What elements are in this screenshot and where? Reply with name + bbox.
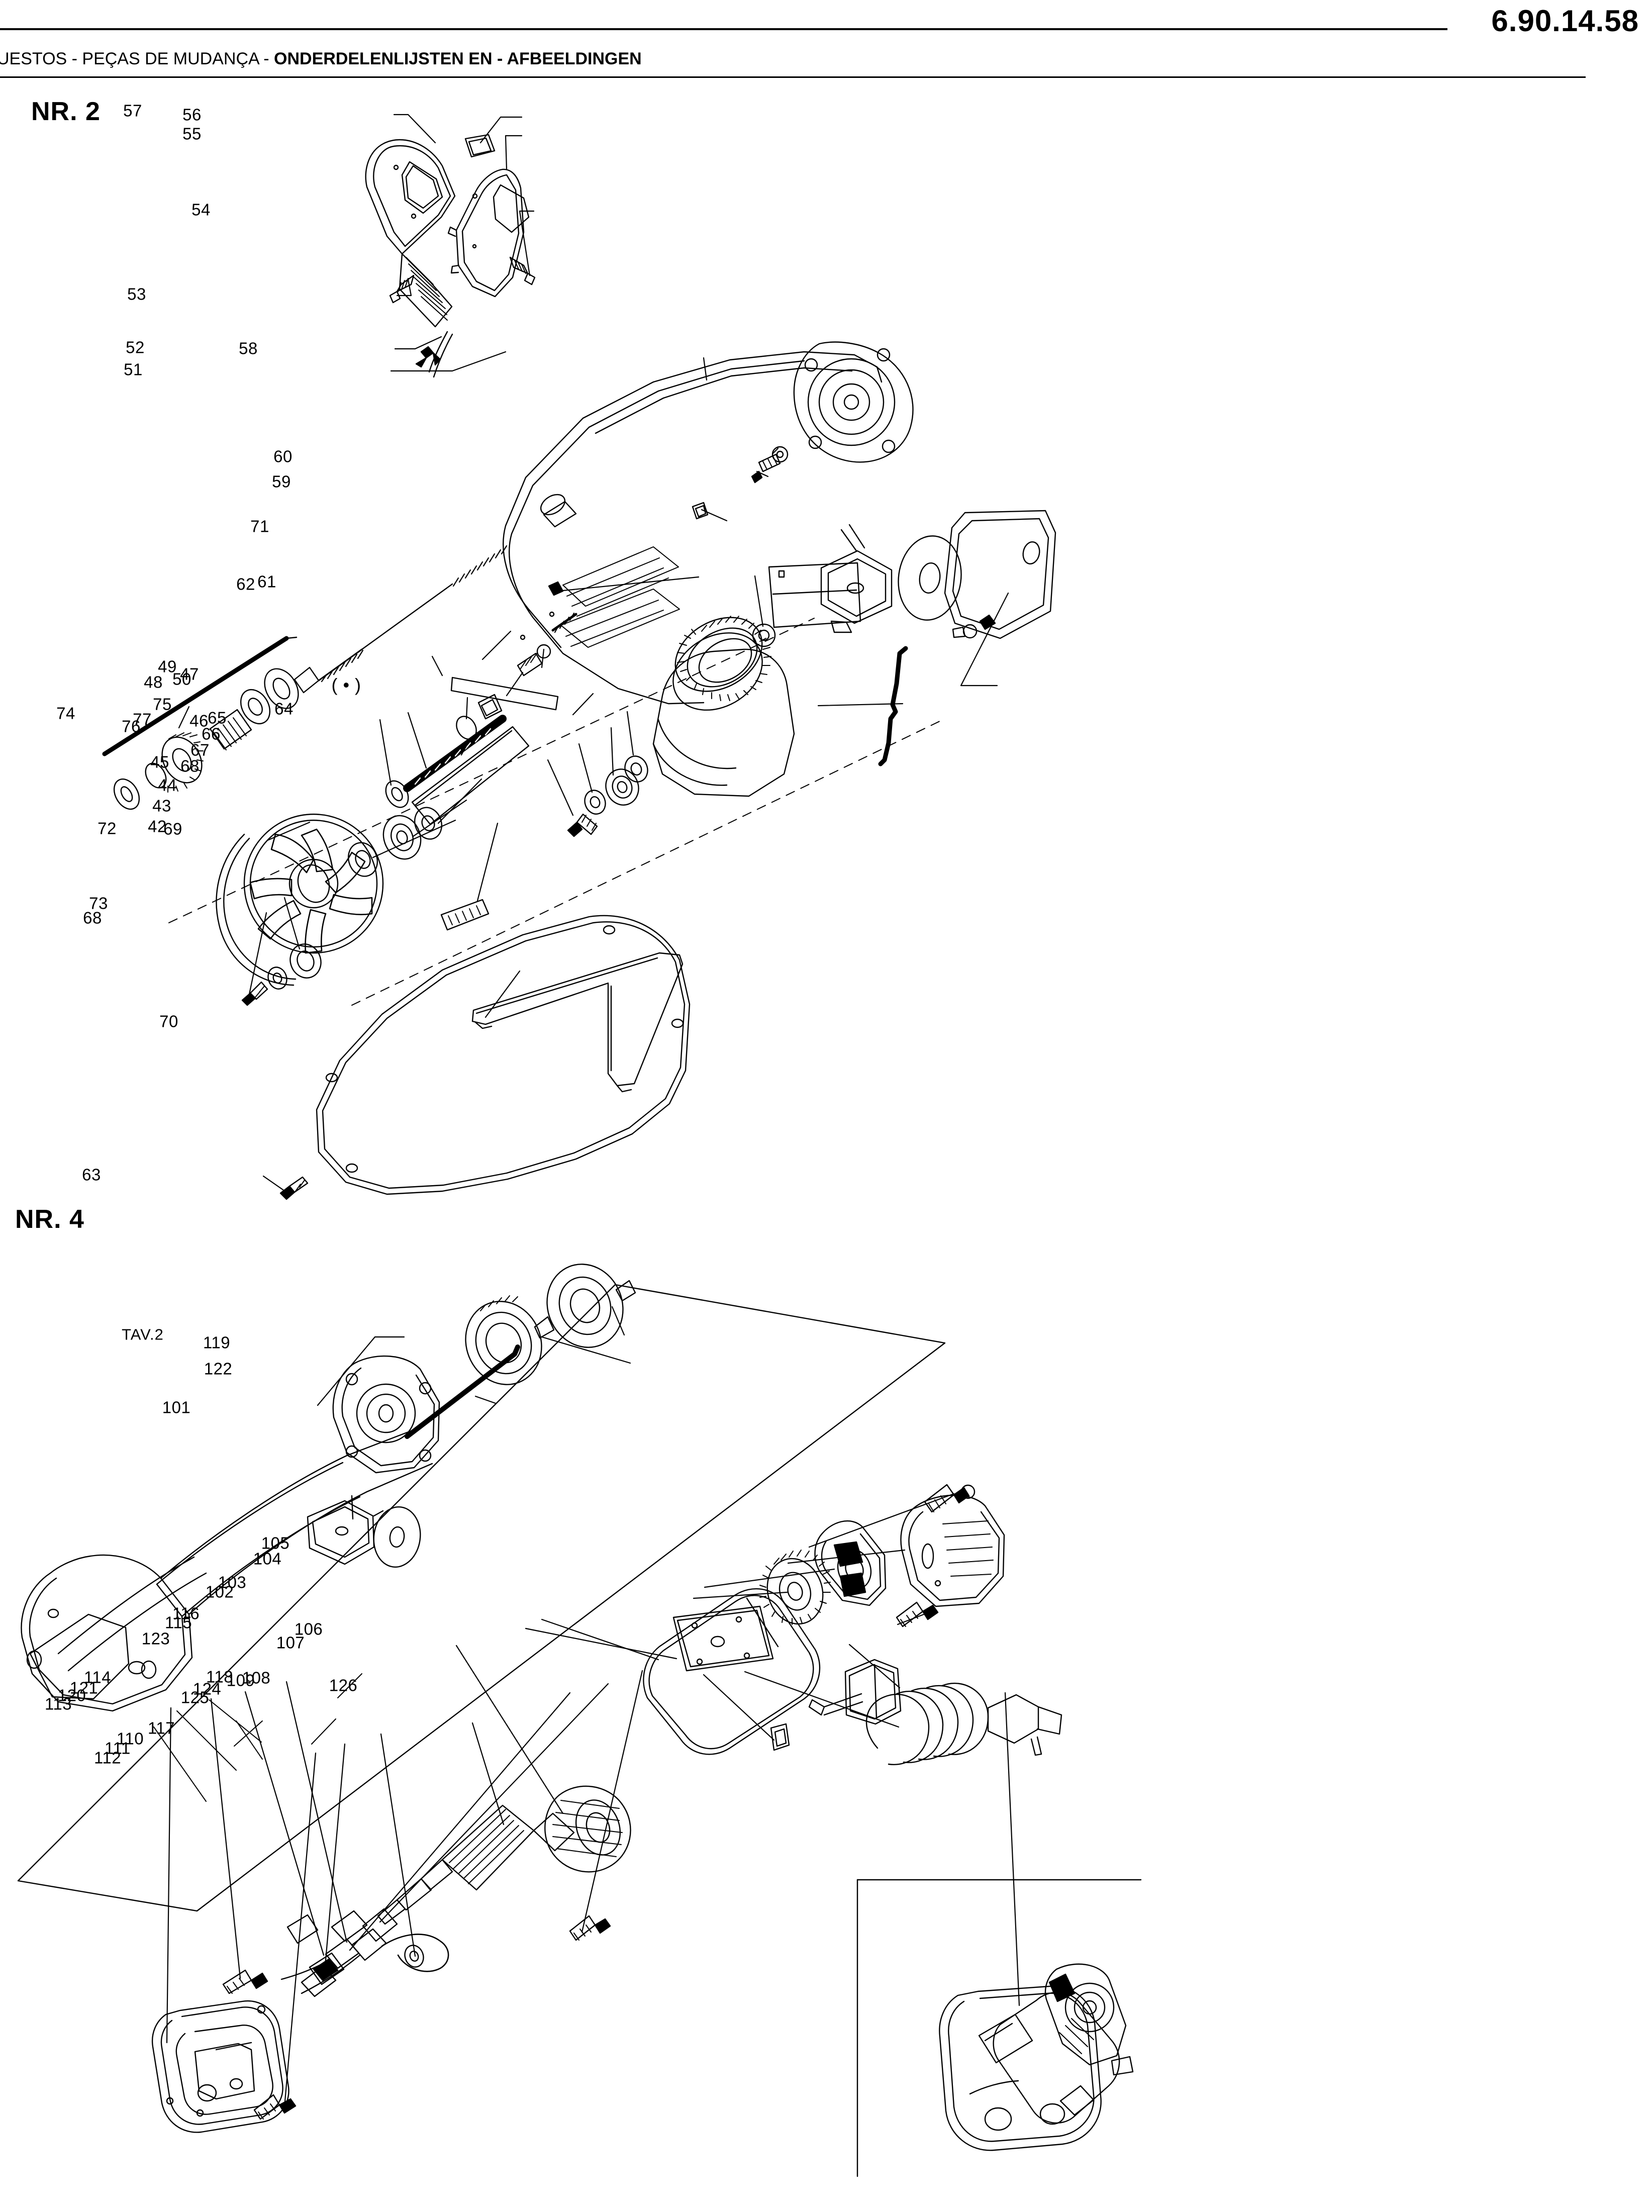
callout-44: 44 xyxy=(158,776,177,795)
callout-68: 68 xyxy=(83,908,102,927)
callout-117: 117 xyxy=(147,1718,175,1738)
callout-107: 107 xyxy=(276,1633,305,1652)
callout-122: 122 xyxy=(204,1359,233,1378)
breadcrumb-bold-text: ONDERDELENLIJSTEN EN - AFBEELDINGEN xyxy=(274,49,642,68)
callout-71: 71 xyxy=(250,517,269,536)
callout-42: 42 xyxy=(148,817,167,836)
callout-110: 110 xyxy=(116,1729,144,1748)
callout-114: 114 xyxy=(83,1668,112,1687)
callout-49: 49 xyxy=(158,657,177,676)
callout-57: 57 xyxy=(123,101,142,120)
breadcrumb: UESTOS - PEÇAS DE MUDANÇA - ONDERDELENLI… xyxy=(0,50,642,67)
callout-74: 74 xyxy=(56,704,75,723)
callout-65: 65 xyxy=(208,708,227,727)
callout-77: 77 xyxy=(133,710,152,729)
callout-72: 72 xyxy=(98,819,117,838)
callout-105: 105 xyxy=(261,1533,290,1553)
callout-76: 76 xyxy=(122,717,141,736)
callout-47: 47 xyxy=(180,664,199,684)
callout-68: 68 xyxy=(180,756,200,776)
callout-70: 70 xyxy=(159,1012,178,1031)
callout-53: 53 xyxy=(127,284,146,304)
callout-45: 45 xyxy=(150,752,169,772)
callout-52: 52 xyxy=(126,338,145,357)
callout-43: 43 xyxy=(152,796,171,815)
callout-108: 108 xyxy=(242,1668,271,1687)
section-label-nr4: NR. 4 xyxy=(15,1205,84,1234)
callout-60: 60 xyxy=(273,447,293,466)
callout-48: 48 xyxy=(144,672,163,692)
callout-73: 73 xyxy=(89,894,108,913)
callout-69: 69 xyxy=(163,819,182,838)
callout-115: 115 xyxy=(164,1613,192,1632)
callout-51: 51 xyxy=(124,360,143,379)
page-number: 6.90.14.58 xyxy=(1491,4,1639,38)
callout-46: 46 xyxy=(189,711,209,730)
callout-TAV.2: TAV.2 xyxy=(122,1325,164,1343)
callout-126: 126 xyxy=(329,1676,358,1695)
callout-58: 58 xyxy=(239,339,258,358)
callout-59: 59 xyxy=(272,472,291,491)
callout-61: 61 xyxy=(257,572,276,591)
callout-104: 104 xyxy=(253,1549,282,1568)
header-bottom-rule xyxy=(0,76,1586,78)
header-top-rule xyxy=(0,28,1447,31)
callout-121: 121 xyxy=(69,1678,99,1697)
callout-54: 54 xyxy=(191,200,211,219)
callout-75: 75 xyxy=(153,695,172,714)
callout-109: 109 xyxy=(226,1671,255,1690)
callout-64: 64 xyxy=(274,699,294,718)
callout-55: 55 xyxy=(182,124,202,143)
callout-113: 113 xyxy=(44,1694,72,1713)
callout-111: 111 xyxy=(105,1739,131,1758)
callout-124: 124 xyxy=(192,1679,222,1698)
breadcrumb-light-text: UESTOS - PEÇAS DE MUDANÇA - xyxy=(0,49,274,68)
section-label-nr2: NR. 2 xyxy=(31,97,101,126)
callout-103: 103 xyxy=(218,1573,247,1592)
callout-120: 120 xyxy=(57,1686,86,1705)
callout-67: 67 xyxy=(190,740,210,759)
callout-: ( • ) xyxy=(331,675,361,695)
callout-123: 123 xyxy=(141,1629,170,1648)
callout-118: 118 xyxy=(206,1667,234,1686)
callout-62: 62 xyxy=(236,574,255,594)
callout-63: 63 xyxy=(82,1165,101,1184)
callout-112: 112 xyxy=(93,1748,122,1767)
callout-101: 101 xyxy=(162,1398,191,1417)
callout-56: 56 xyxy=(182,105,202,124)
callout-102: 102 xyxy=(205,1582,234,1601)
callout-125: 125 xyxy=(180,1688,210,1707)
callout-50: 50 xyxy=(172,669,191,689)
callout-106: 106 xyxy=(294,1619,323,1639)
callout-119: 119 xyxy=(203,1333,231,1352)
callout-116: 116 xyxy=(172,1604,200,1623)
callout-66: 66 xyxy=(202,724,221,743)
